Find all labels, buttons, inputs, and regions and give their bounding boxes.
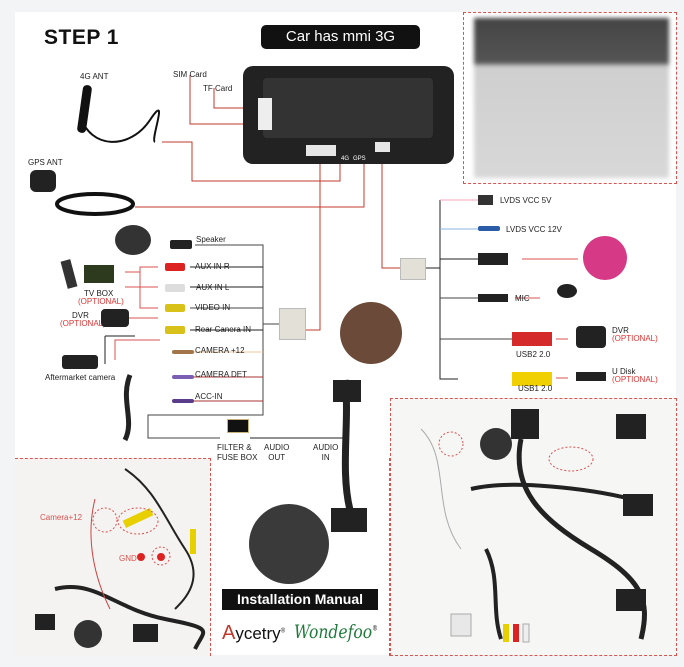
tf-card-label: TF Card [203, 84, 233, 93]
mic-jack-icon [478, 294, 508, 302]
u-disk-optional: (OPTIONAL) [612, 375, 658, 384]
sim-tf-slot [258, 98, 272, 130]
audio-in-line1: AUDIO [313, 443, 339, 452]
filter-fuse-label: FILTER &FUSE BOX [217, 443, 257, 463]
sim-card-label: SIM Card [173, 70, 207, 79]
harness-plug-photo [333, 380, 361, 402]
fuse-box-label: FUSE BOX [217, 453, 258, 462]
wondefoo-reg: ® [372, 624, 378, 633]
dvr-camera-icon [101, 309, 129, 327]
microphone-icon [557, 284, 577, 298]
harness-kit-photo [420, 409, 653, 643]
dvr-left-optional: (OPTIONAL) [60, 319, 106, 328]
aux-in-r-label: AUX IN R [195, 262, 230, 271]
aux-connector [375, 142, 390, 152]
aux-in-l-label: AUX IN L [196, 283, 230, 292]
aycetry-name: ycetry [235, 624, 281, 643]
gps-antenna-icon [30, 170, 56, 192]
wondefoo-logo: Wondefoo® [294, 621, 378, 643]
gnd-label: GND [119, 554, 137, 563]
filter-label: FILTER & [217, 443, 252, 452]
installation-manual-banner: Installation Manual [222, 589, 378, 610]
dvr-right-label: DVR [612, 326, 629, 335]
right-harness-plug [400, 258, 426, 280]
main-harness-plug [279, 308, 306, 340]
lvds-5v-plug-icon [478, 195, 493, 205]
ant-4g-label: 4G ANT [80, 72, 109, 81]
audio-out-line1: AUDIO [264, 443, 290, 452]
lvds-12v-plug-icon [478, 226, 500, 231]
aycetry-reg: ® [280, 628, 286, 635]
tv-box-optional: (OPTIONAL) [78, 297, 124, 306]
aftermarket-camera-label: Aftermarket camera [45, 373, 116, 382]
video-in-plug-icon [165, 304, 185, 312]
rear-camera-plug-icon [165, 326, 185, 334]
usb2-plug-icon [512, 332, 552, 346]
aux-r-plug-icon [165, 263, 185, 271]
dvr-left-label: DVR [72, 311, 89, 320]
connector-closeup-photo [249, 504, 329, 584]
aycetry-initial: A [222, 622, 236, 644]
aux-l-plug-icon [165, 284, 185, 292]
video-in-label: VIDEO IN [195, 303, 231, 312]
dvr-device-icon [576, 326, 606, 348]
lvds-connector-photo [583, 236, 627, 280]
u-disk-icon [576, 372, 606, 381]
dvr-right-optional: (OPTIONAL) [612, 334, 658, 343]
acc-in-wire-icon [172, 399, 194, 403]
fuse-box-icon [227, 419, 249, 433]
car-dash-photo [474, 18, 669, 178]
usb1-plug-icon [512, 372, 552, 386]
mic-label: MIC [515, 294, 530, 303]
speaker-plug-icon [170, 240, 192, 249]
u-disk-label: U Disk [612, 367, 636, 376]
camera-det-label: CAMERA DET [195, 370, 248, 379]
lvds-12v-label: LVDS VCC 12V [506, 225, 562, 234]
main-connector [306, 145, 336, 156]
audio-out-line2: OUT [268, 453, 286, 462]
camera-det-wire-icon [172, 375, 194, 379]
usb2-label: USB2 2.0 [516, 350, 551, 359]
camera-12-wire-icon [172, 350, 194, 354]
middle-panel-frame [210, 458, 390, 656]
car-dash-photo-frame [463, 12, 677, 184]
port-4g-label: 4G [341, 156, 350, 162]
aycetry-logo: Aycetry® [222, 622, 285, 645]
car-model-badge: Car has mmi 3G [261, 25, 420, 49]
camera12-photo-label: Camera+12 [40, 513, 83, 522]
harness-end-plug [331, 508, 367, 532]
port-gps-label: GPS [353, 156, 366, 162]
tv-box-device [84, 265, 114, 283]
audio-in-line2: IN [321, 453, 330, 462]
connector-photo [340, 302, 402, 364]
speaker-icon [115, 225, 151, 255]
aftermarket-camera-icon [62, 355, 98, 369]
harness-photo-frame [390, 398, 677, 656]
head-unit-panel [263, 78, 433, 138]
lvds-5v-label: LVDS VCC 5V [500, 196, 552, 205]
ant-gps-label: GPS ANT [28, 158, 63, 167]
rear-camera-in-label: Rear Canera IN [195, 325, 252, 334]
camera-wiring-photo-frame [15, 458, 211, 656]
usb1-label: USB1 2.0 [518, 384, 553, 393]
camera-12-label: CAMERA +12 [195, 346, 245, 355]
tv-box-label: TV BOX [84, 289, 114, 298]
speaker-label: Speaker [196, 235, 226, 244]
wondefoo-name: Wondefoo [294, 621, 373, 643]
lvds-plug-icon [478, 253, 508, 265]
camera-wiring-photo [35, 468, 206, 650]
step-title: STEP 1 [44, 26, 119, 49]
acc-in-label: ACC-IN [195, 392, 223, 401]
